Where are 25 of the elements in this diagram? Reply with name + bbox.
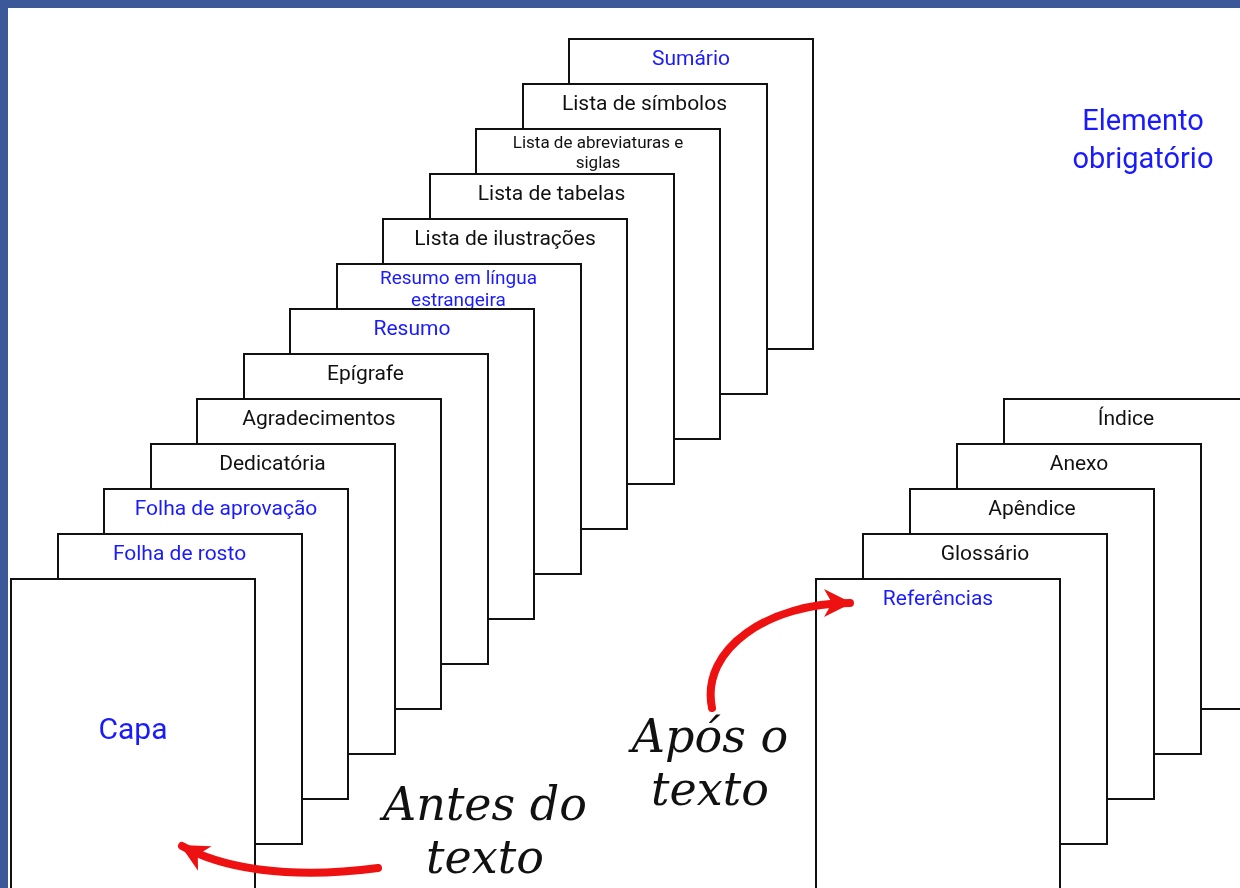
curved-arrow: [178, 842, 382, 877]
note-text: Elemento obrigatório: [1071, 102, 1215, 177]
page-title: Sumário: [650, 46, 732, 71]
page-title: Anexo: [1048, 451, 1110, 476]
page-sheet: [10, 578, 256, 888]
page-title: Apêndice: [987, 496, 1077, 521]
handwritten-note: Antes do texto: [380, 778, 590, 884]
page-title: Lista de ilustrações: [413, 226, 597, 251]
page-title: Capa: [97, 712, 169, 747]
curved-arrow: [706, 590, 854, 712]
page-title: Índice: [1096, 406, 1156, 431]
page-title: Folha de rosto: [111, 541, 248, 566]
page-title: Epígrafe: [325, 361, 405, 386]
page-title: Agradecimentos: [241, 406, 397, 431]
page-title: Glossário: [939, 541, 1031, 566]
page-title: Lista de símbolos: [560, 91, 729, 116]
page-title: Resumo em língua estrangeira: [379, 267, 538, 311]
page-title: Lista de abreviaturas e siglas: [511, 133, 685, 173]
page-title: Lista de tabelas: [476, 181, 627, 206]
page-title: Referências: [881, 586, 995, 611]
page-title: Folha de aprovação: [133, 496, 319, 521]
handwritten-note: Após o texto: [620, 710, 800, 816]
page-title: Resumo: [372, 316, 452, 341]
page-sheet: [815, 578, 1061, 888]
page-title: Dedicatória: [218, 451, 327, 476]
